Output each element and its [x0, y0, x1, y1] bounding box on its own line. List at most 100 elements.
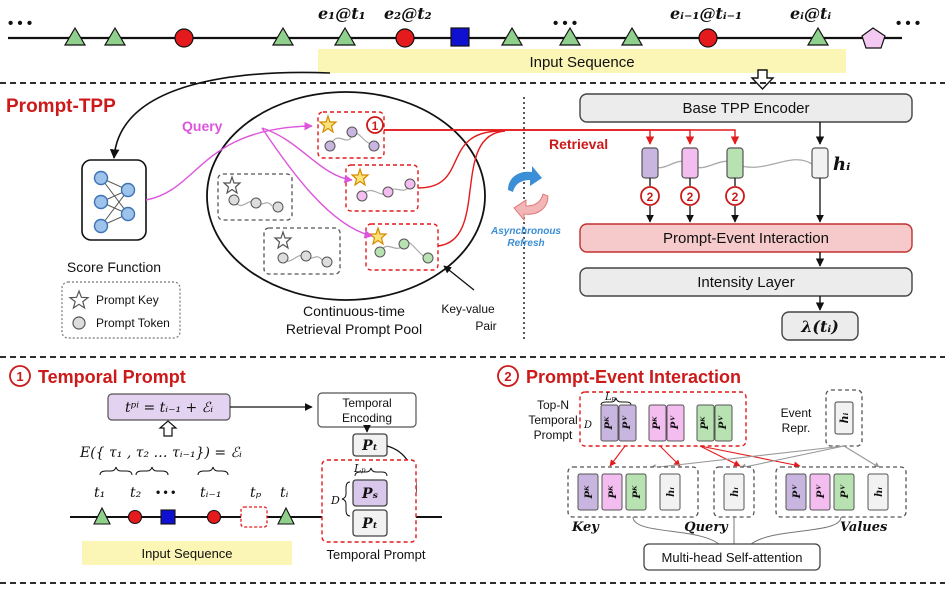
- step-2-badge: 2: [725, 186, 745, 206]
- mhsa-box: Multi-head Self-attention: [643, 543, 821, 571]
- svg-text:Pᴷ: Pᴷ: [604, 416, 615, 431]
- base-tpp-encoder: Base TPP Encoder: [579, 93, 913, 123]
- svg-text:Lₚ: Lₚ: [353, 462, 366, 475]
- legend: Prompt Key Prompt Token: [61, 281, 181, 339]
- top-n-line2: Temporal: [528, 413, 577, 427]
- prompt-event-interaction-box: Prompt-Event Interaction: [579, 223, 913, 253]
- svg-text:Pᴷ: Pᴷ: [700, 416, 711, 431]
- token-icon: [228, 194, 240, 206]
- svg-text:1: 1: [372, 119, 379, 133]
- event-repr-line1: Event: [781, 406, 812, 420]
- top-timeline: • • • • • • • • • e₁@t₁ e₂@t₂ eᵢ₋₁@tᵢ₋₁ …: [8, 4, 920, 159]
- values-group: Pⱽ Pⱽ Pⱽ hᵢ: [775, 466, 907, 518]
- token-icon: [321, 256, 333, 268]
- input-sequence-label: Input Sequence: [529, 54, 634, 71]
- pool-caption-line2: Retrieval Prompt Pool: [286, 321, 422, 337]
- interaction-title: Prompt-Event Interaction: [526, 367, 741, 387]
- token-icon: [368, 140, 380, 152]
- encoding-equation: E({ τ₁ , τ₂ … τᵢ₋₁}) = ℰᵢ: [79, 445, 242, 461]
- t-label-i-1: tᵢ₋₁: [200, 485, 221, 501]
- svg-text:Base TPP Encoder: Base TPP Encoder: [682, 100, 809, 117]
- star-icon: [222, 175, 242, 195]
- score-function: [81, 159, 147, 241]
- svg-text:hᵢ: hᵢ: [838, 412, 851, 423]
- event-repr-token: hᵢ: [825, 389, 863, 447]
- event-circle: [127, 509, 143, 525]
- intensity-layer-box: Intensity Layer: [579, 267, 913, 297]
- step-2-badge: 2: [640, 186, 660, 206]
- key-group: Pᴷ Pᴷ Pᴷ hᵢ: [567, 466, 699, 518]
- svg-text:Intensity Layer: Intensity Layer: [697, 274, 795, 291]
- temporal-equation-box: tᵖⁱ = tᵢ₋₁ + ℰᵢ: [107, 393, 231, 421]
- svg-text:D: D: [330, 494, 340, 507]
- event-circle: [206, 509, 222, 525]
- prompt-token-pink: [681, 147, 699, 179]
- svg-text:Pⱽ: Pⱽ: [718, 415, 729, 431]
- token-icon: [272, 201, 284, 213]
- pool-item-pink: [345, 164, 419, 212]
- svg-text:Temporal: Temporal: [342, 396, 391, 410]
- retrieval-label: Retrieval: [549, 136, 608, 152]
- svg-text:2: 2: [504, 369, 511, 384]
- token-icon: [356, 190, 368, 202]
- event-triangle: [806, 26, 830, 46]
- ellipsis-right: • • •: [896, 15, 920, 32]
- key-value-pointer: [443, 265, 475, 291]
- svg-text:Pᴷ: Pᴷ: [652, 416, 663, 431]
- h-i-label: hᵢ: [833, 154, 850, 175]
- neuron-icon: [93, 218, 109, 234]
- legend-prompt-token: Prompt Token: [96, 316, 170, 330]
- retrieval-arrows: [384, 129, 740, 247]
- neuron-icon: [93, 194, 109, 210]
- query-label-2: Query: [684, 520, 729, 535]
- token-icon: [398, 238, 410, 250]
- svg-text:Pⱽ: Pⱽ: [622, 415, 633, 431]
- event-triangle: [63, 26, 87, 46]
- event-circle: [698, 28, 718, 48]
- event-repr-line2: Repr.: [782, 421, 811, 435]
- mhsa-connectors: [632, 516, 842, 546]
- async-refresh-line2: Refresh: [507, 238, 544, 249]
- token-chain: [649, 159, 813, 169]
- neuron-icon: [93, 170, 109, 186]
- token-icon: [374, 246, 386, 258]
- pool-item-green: [365, 223, 439, 271]
- svg-text:2: 2: [732, 190, 739, 204]
- token-icon: [324, 140, 336, 152]
- step-2-badge: 2: [680, 186, 700, 206]
- svg-text:Encoding: Encoding: [342, 411, 392, 425]
- event-triangle: [558, 26, 582, 46]
- svg-text:Pₛ: Pₛ: [361, 486, 379, 502]
- t-label-ellipsis: • • •: [156, 485, 175, 499]
- input-sequence-bar: [318, 49, 846, 73]
- svg-text:2: 2: [687, 190, 694, 204]
- svg-text:Multi-head Self-attention: Multi-head Self-attention: [662, 550, 803, 565]
- legend-prompt-key: Prompt Key: [96, 293, 159, 307]
- score-function-label: Score Function: [67, 259, 161, 275]
- prompt-token-green: [726, 147, 744, 179]
- token-icon: [346, 126, 358, 138]
- pt-token-top: Pₜ: [352, 433, 388, 457]
- input-to-score-arrow: [109, 71, 331, 159]
- event-circle: [395, 28, 415, 48]
- token-icon: [300, 250, 312, 262]
- event-label-1: e₁@t₁: [318, 4, 366, 23]
- token-icon: [382, 186, 394, 198]
- section-1-badge: 1: [9, 365, 31, 387]
- svg-text:hᵢ: hᵢ: [730, 487, 741, 497]
- token-icon: [72, 316, 86, 330]
- svg-text:Pᴷ: Pᴷ: [632, 485, 643, 500]
- prompt-tpp-title: Prompt-TPP: [6, 96, 116, 117]
- lambda-output-box: λ(tᵢ): [781, 311, 859, 341]
- top-n-prompt-group: Lₚ D Pᴷ Pⱽ Pᴷ Pⱽ Pᴷ Pⱽ: [579, 391, 747, 447]
- t-label-p: tₚ: [250, 485, 262, 501]
- t-label-2: t₂: [130, 485, 142, 501]
- svg-text:Lₚ: Lₚ: [604, 392, 616, 403]
- temporal-prompt-stack: Lₚ D Pₛ Pₜ: [321, 459, 417, 543]
- svg-text:1: 1: [16, 369, 23, 384]
- token-icon: [422, 252, 434, 264]
- event-triangle: [277, 506, 295, 525]
- token-icon: [404, 178, 416, 190]
- routing-arrows: [609, 445, 881, 471]
